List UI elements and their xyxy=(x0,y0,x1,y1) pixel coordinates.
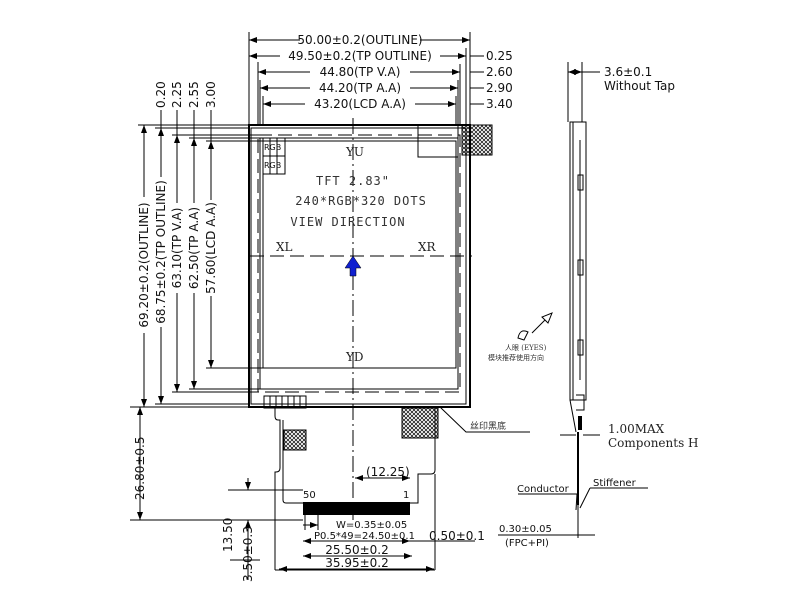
stiffener-label: Stiffener xyxy=(593,478,637,489)
display-panel: RGB RGB YU YD XL XR TFT 2.83" 240*RGB*32… xyxy=(248,118,530,520)
recommend-label: 模块推荐使用方向 xyxy=(488,353,544,362)
contact-pins xyxy=(303,502,410,515)
hatched-pad xyxy=(461,124,493,156)
dim-outline-width: 50.00±0.2(OUTLINE) xyxy=(297,33,422,47)
dim-outline-height: 69.20±0.2(OUTLINE) xyxy=(137,202,151,327)
dim-lcd-aa-height: 57.60(LCD A.A) xyxy=(204,202,218,294)
dim-tp-aa-height: 62.50(TP A.A) xyxy=(187,207,201,289)
label-xl: XL xyxy=(276,240,293,254)
fpc-thickness-label: 0.30±0.05 xyxy=(499,524,552,535)
offset-0-20: 0.20 xyxy=(154,81,168,108)
rgb-grid: RGB RGB xyxy=(262,137,286,175)
rgb-label-2: RGB xyxy=(264,161,281,170)
label-xr: XR xyxy=(418,240,437,254)
resolution-text: 240*RGB*320 DOTS xyxy=(295,194,427,208)
edge-label: 0.50±0.1 xyxy=(429,529,485,543)
top-dimensions: 50.00±0.2(OUTLINE) 49.50±0.2(TP OUTLINE)… xyxy=(248,32,513,125)
offset-0-25: 0.25 xyxy=(486,49,513,63)
offset-2-55: 2.55 xyxy=(187,81,201,108)
dim-tp-aa-width: 44.20(TP A.A) xyxy=(319,81,401,95)
eyes-label: 人眼 (EYES) xyxy=(505,344,547,352)
eye-icon xyxy=(517,330,529,341)
conductor-label: Conductor xyxy=(517,484,570,495)
fpc-length-label: 26.80±0.5 xyxy=(133,437,147,501)
view-direction-text: VIEW DIRECTION xyxy=(290,215,405,229)
eye-direction-arrow-icon xyxy=(531,312,553,334)
pin-50-label: 50 xyxy=(303,490,316,501)
fpc-tail: 50 1 (12.25) W=0.35±0.05 P0.5*49=24.50±0… xyxy=(130,395,485,582)
max-height-label: 1.00MAX xyxy=(608,422,665,436)
dim-tp-va-height: 63.10(TP V.A) xyxy=(170,208,184,289)
offset-3-00: 3.00 xyxy=(204,81,218,108)
tft-size-text: TFT 2.83" xyxy=(316,174,390,188)
components-label: Components H xyxy=(608,436,699,450)
pin-width-label: W=0.35±0.05 xyxy=(336,520,407,531)
offset-2-60: 2.60 xyxy=(486,65,513,79)
thickness-label: 3.6±0.1 xyxy=(604,65,652,79)
dim-lcd-aa-width: 43.20(LCD A.A) xyxy=(314,97,406,111)
pin-1-label: 1 xyxy=(403,490,409,501)
offset-2-90: 2.90 xyxy=(486,81,513,95)
offset-3-40: 3.40 xyxy=(486,97,513,111)
dim-13-50: 13.50 xyxy=(221,518,235,552)
fpc-pi-label: (FPC+PI) xyxy=(505,538,549,549)
fpc-width-label: 35.95±0.2 xyxy=(325,556,389,570)
dim-tp-va-width: 44.80(TP V.A) xyxy=(320,65,401,79)
rgb-label-1: RGB xyxy=(264,143,281,152)
silk-label: 丝印黑底 xyxy=(470,420,506,432)
pitch-label: P0.5*49=24.50±0.1 xyxy=(314,531,415,542)
label-yu: YU xyxy=(345,145,364,159)
side-view: 3.6±0.1 Without Tap 1.00MAX Components H… xyxy=(488,62,699,549)
offset-2-25: 2.25 xyxy=(170,81,184,108)
dim-tp-outline-width: 49.50±0.2(TP OUTLINE) xyxy=(288,49,432,63)
contact-span-label: 25.50±0.2 xyxy=(325,543,389,557)
view-direction-arrow-icon xyxy=(344,255,362,277)
dim-tp-outline-height: 68.75±0.2(TP OUTLINE) xyxy=(154,180,168,324)
dim-12-25: (12.25) xyxy=(366,465,410,479)
without-tape-label: Without Tap xyxy=(604,79,675,93)
left-dimensions: 69.20±0.2(OUTLINE) 68.75±0.2(TP OUTLINE)… xyxy=(136,81,263,408)
dim-3-50: 3.50±0.3 xyxy=(241,526,255,582)
label-yd: YD xyxy=(345,350,364,364)
